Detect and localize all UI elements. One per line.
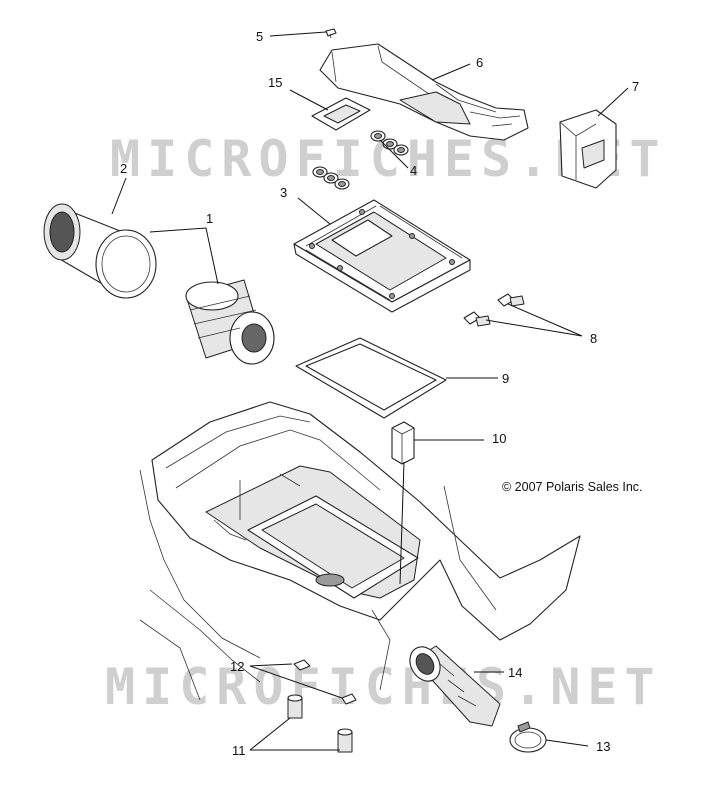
callout-7: 7 <box>632 79 640 94</box>
callout-12: 12 <box>230 659 245 674</box>
callout-3: 3 <box>280 185 288 200</box>
part-14-intake-boot <box>409 645 501 727</box>
callout-15: 15 <box>268 75 283 90</box>
callout-13: 13 <box>596 739 611 754</box>
part-6-intake-duct <box>319 43 529 141</box>
callout-8: 8 <box>590 331 598 346</box>
callout-2: 2 <box>120 161 128 176</box>
part-9-seal <box>295 337 447 419</box>
part-13-hose-clamp <box>509 721 547 753</box>
airbox-body <box>139 401 581 701</box>
copyright-notice: © 2007 Polaris Sales Inc. <box>502 480 643 494</box>
callout-4: 4 <box>410 163 418 178</box>
part-3-airbox-cover <box>293 199 471 313</box>
callout-11: 11 <box>232 743 246 758</box>
callout-6: 6 <box>476 55 484 70</box>
part-1-air-filter <box>185 279 275 365</box>
part-2-outer-filter <box>43 203 157 299</box>
callout-9: 9 <box>502 371 510 386</box>
part-12-clips <box>293 659 357 705</box>
callout-5: 5 <box>256 29 264 44</box>
callout-1: 1 <box>206 211 214 226</box>
part-10-foam-block <box>391 421 415 465</box>
watermark-bottom: MICROFICHES.NET <box>105 658 662 716</box>
part-8-clips <box>463 293 525 327</box>
leader-lines <box>111 31 629 751</box>
part-4-grommets <box>312 130 409 190</box>
part-5-screw <box>325 28 337 39</box>
part-7-box <box>559 109 617 189</box>
callout-14: 14 <box>508 665 523 680</box>
callout-10: 10 <box>492 431 507 446</box>
part-15-gasket <box>311 97 371 131</box>
part-11-bushings <box>287 694 353 753</box>
